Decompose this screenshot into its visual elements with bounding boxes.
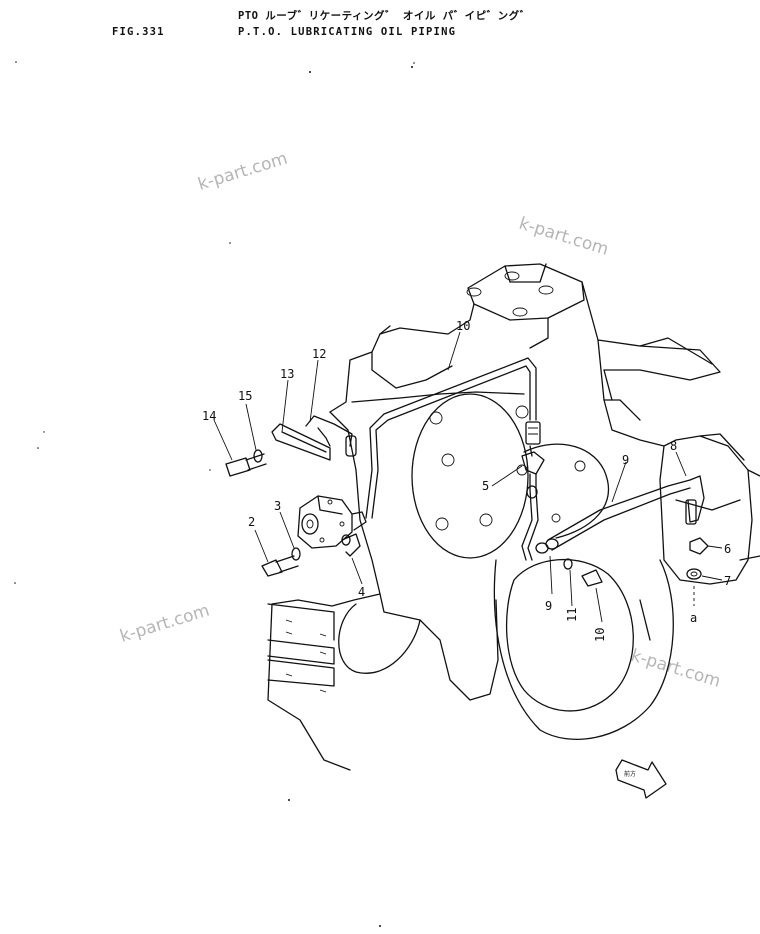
callout-14: 14 bbox=[202, 409, 216, 423]
callout-8-right: 8 bbox=[670, 439, 677, 453]
callout-5: 5 bbox=[482, 479, 489, 493]
scan-specks bbox=[14, 61, 415, 927]
bolt-2 bbox=[261, 547, 301, 577]
front-direction-arrow: 前方 bbox=[615, 759, 667, 799]
bolt-14 bbox=[225, 449, 267, 477]
figure-number: FIG.331 bbox=[112, 26, 165, 38]
oil-pipes bbox=[365, 357, 709, 587]
callout-4: 4 bbox=[358, 585, 365, 599]
callout-9: 9 bbox=[622, 453, 629, 467]
callout-7: 7 bbox=[724, 574, 731, 588]
callout-10: 10 bbox=[593, 628, 607, 642]
reference-a: a bbox=[690, 611, 697, 625]
callout-6: 6 bbox=[724, 542, 731, 556]
title-english: P.T.O. LUBRICATING OIL PIPING bbox=[238, 26, 457, 38]
callout-12: 12 bbox=[312, 347, 326, 361]
direction-label: 前方 bbox=[624, 770, 636, 778]
title-japanese: PTO ルーブ゛リケーティング゛ オイル パ゛イピ゛ング゛ bbox=[238, 10, 531, 22]
elbow-fitting-4 bbox=[341, 533, 361, 557]
callout-2: 2 bbox=[248, 515, 255, 529]
callout-15: 15 bbox=[238, 389, 252, 403]
callout-8: 10 bbox=[456, 319, 470, 333]
oil-pump bbox=[297, 495, 367, 549]
callout-11: 11 bbox=[565, 608, 579, 622]
callout-3: 3 bbox=[274, 499, 281, 513]
watermark: k-part.com bbox=[118, 601, 212, 647]
callout-13: 13 bbox=[280, 367, 294, 381]
watermark: k-part.com bbox=[629, 646, 723, 692]
leader-lines bbox=[213, 331, 723, 623]
callout-labels: 10 12 13 15 14 2 3 4 5 9 8 6 7 9 11 10 a bbox=[202, 319, 731, 642]
pipe-clamp bbox=[271, 415, 357, 461]
watermark: k-part.com bbox=[517, 214, 611, 260]
watermark: k-part.com bbox=[196, 149, 290, 195]
callout-9-lower: 9 bbox=[545, 599, 552, 613]
housing-outline bbox=[267, 263, 760, 771]
